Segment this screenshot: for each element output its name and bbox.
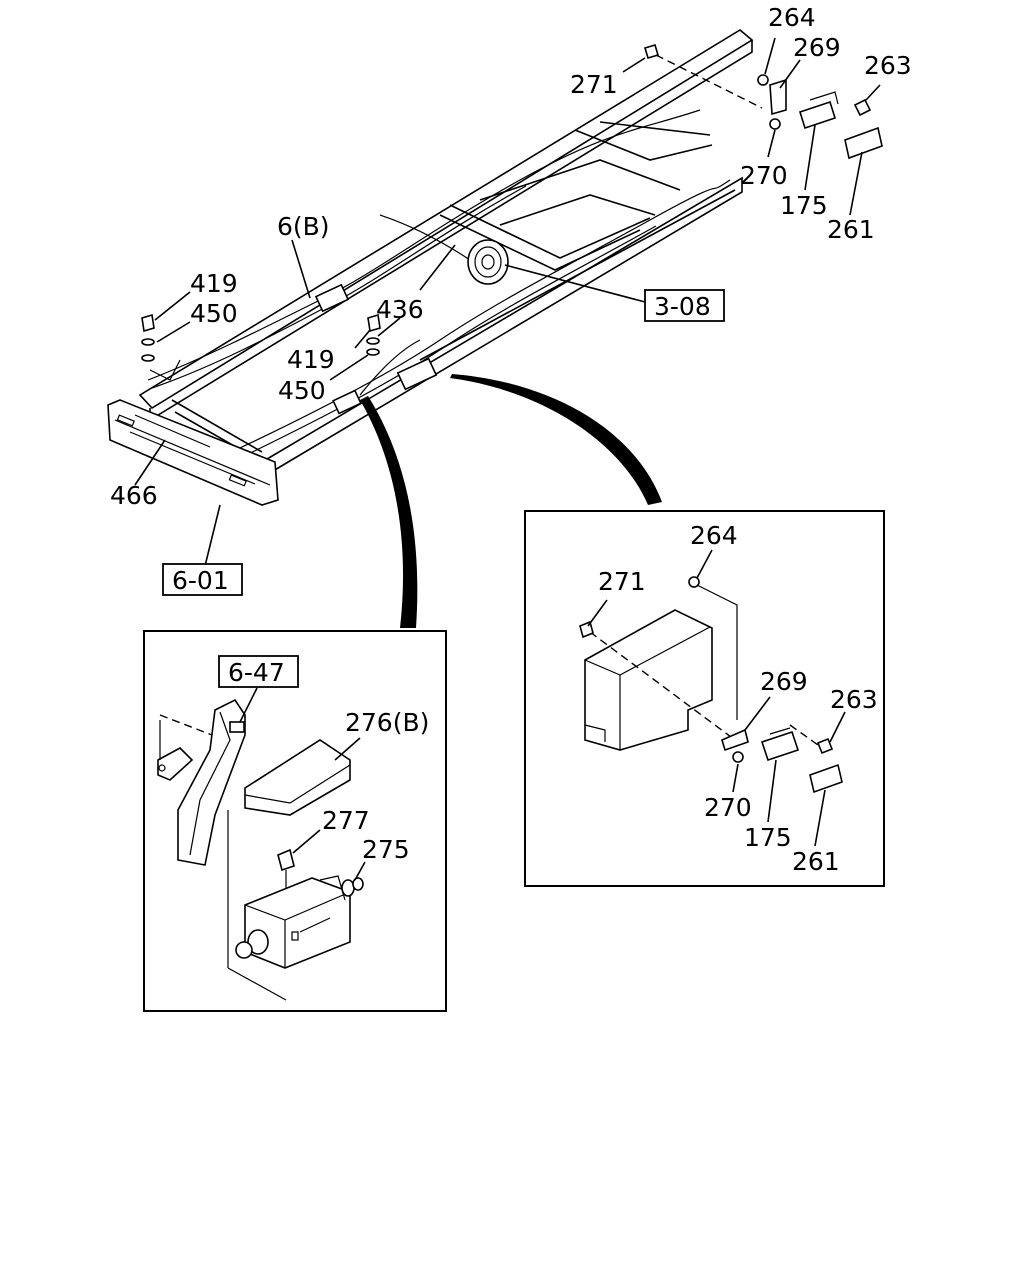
ref-box-6-47[interactable]: 6-47 <box>218 655 299 688</box>
callout-261-main: 261 <box>827 215 875 244</box>
callout-450-main-b: 450 <box>278 376 326 405</box>
callout-269-main: 269 <box>793 33 841 62</box>
main-callouts: 271 264 269 263 270 175 261 6(B) 419 450… <box>110 3 912 510</box>
callout-450-main-a: 450 <box>190 299 238 328</box>
detail-right-panel: 264 271 269 263 270 175 261 <box>524 510 885 887</box>
ref-6-47-text: 6-47 <box>228 658 285 687</box>
ref-box-6-01[interactable]: 6-01 <box>162 563 243 596</box>
pointer-to-right-detail <box>450 374 662 505</box>
callout-269-right: 269 <box>760 667 808 696</box>
callout-466-main: 466 <box>110 481 158 510</box>
callout-263-main: 263 <box>864 51 912 80</box>
front-bumper <box>107 399 279 506</box>
callout-271-main: 271 <box>570 70 618 99</box>
callout-270-right: 270 <box>704 793 752 822</box>
callout-263-right: 263 <box>830 685 878 714</box>
callout-264-right: 264 <box>690 521 738 550</box>
callout-264-main: 264 <box>768 3 816 32</box>
callout-175-main: 175 <box>780 191 828 220</box>
detail-left-panel: 276(B) 277 275 <box>143 630 447 1012</box>
callout-271-right: 271 <box>598 567 646 596</box>
ref-3-08-text: 3-08 <box>654 292 711 321</box>
chassis-frame <box>138 29 754 485</box>
main-leader-lines <box>134 37 881 567</box>
callout-277-left: 277 <box>322 806 370 835</box>
callout-175-right: 175 <box>744 823 792 852</box>
callout-436-main: 436 <box>376 295 424 324</box>
callout-419-main-b: 419 <box>287 345 335 374</box>
ref-box-3-08[interactable]: 3-08 <box>644 289 725 322</box>
callout-6b-main: 6(B) <box>277 212 330 241</box>
pointer-to-left-detail <box>360 396 418 628</box>
main-fasteners <box>141 313 381 381</box>
main-side-marker-assembly <box>644 44 883 160</box>
callout-275-left: 275 <box>362 835 410 864</box>
callout-270-main: 270 <box>740 161 788 190</box>
ref-6-01-text: 6-01 <box>172 566 229 595</box>
callout-261-right: 261 <box>792 847 840 876</box>
callout-276b-left: 276(B) <box>345 708 429 737</box>
callout-419-main-a: 419 <box>190 269 238 298</box>
